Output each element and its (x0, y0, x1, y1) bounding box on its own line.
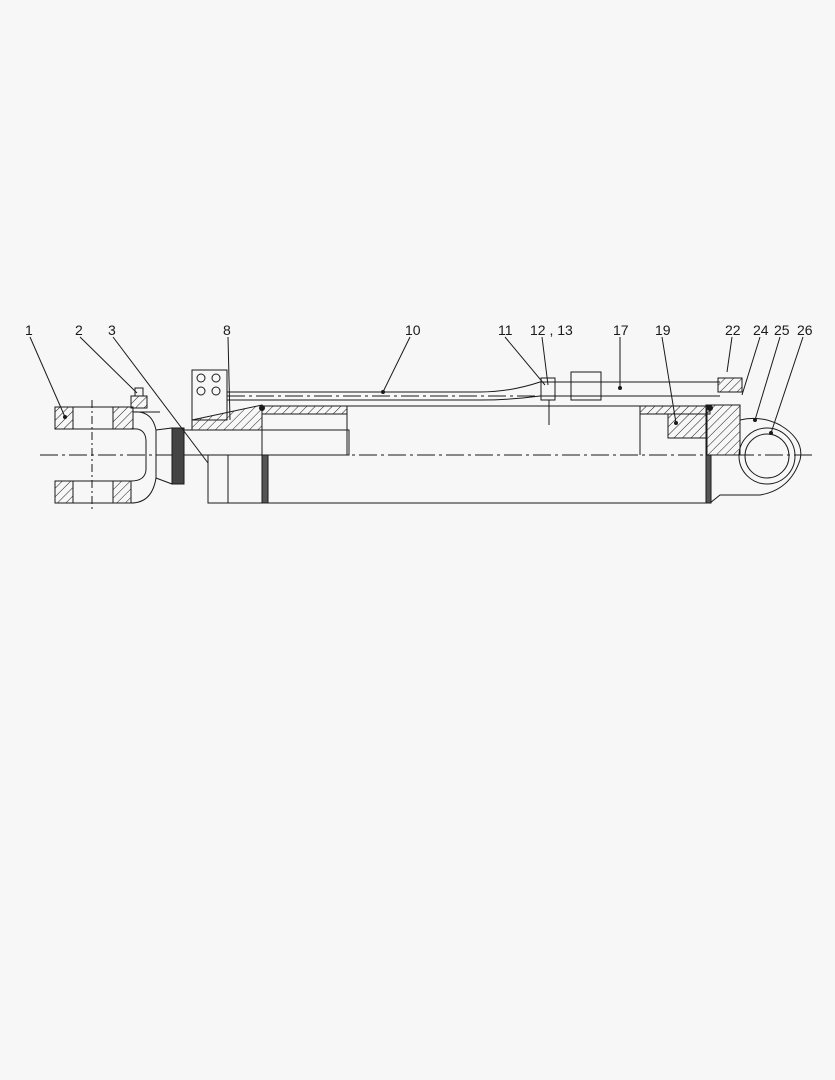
piston-rod (183, 429, 350, 456)
piston-part-19 (667, 413, 707, 439)
callout-10: 10 (405, 322, 421, 338)
callout-3: 3 (108, 322, 116, 338)
callout-1: 1 (25, 322, 33, 338)
clevis-part-1 (54, 400, 160, 510)
base-eye-part-25 (705, 377, 802, 504)
callout-17: 17 (613, 322, 629, 338)
callout-25: 25 (774, 322, 790, 338)
callout-11: 11 (498, 322, 513, 338)
callout-2: 2 (75, 322, 83, 338)
callout-12-13: 12 , 13 (530, 322, 573, 338)
leader-lines (29, 336, 804, 464)
callout-22: 22 (725, 322, 741, 338)
callout-26: 26 (797, 322, 813, 338)
callout-8: 8 (223, 322, 231, 338)
callout-19: 19 (655, 322, 671, 338)
grease-nipple-part-2 (130, 387, 148, 409)
callout-24: 24 (753, 322, 769, 338)
hydraulic-tube (227, 371, 720, 425)
gland-part-8 (191, 369, 269, 504)
